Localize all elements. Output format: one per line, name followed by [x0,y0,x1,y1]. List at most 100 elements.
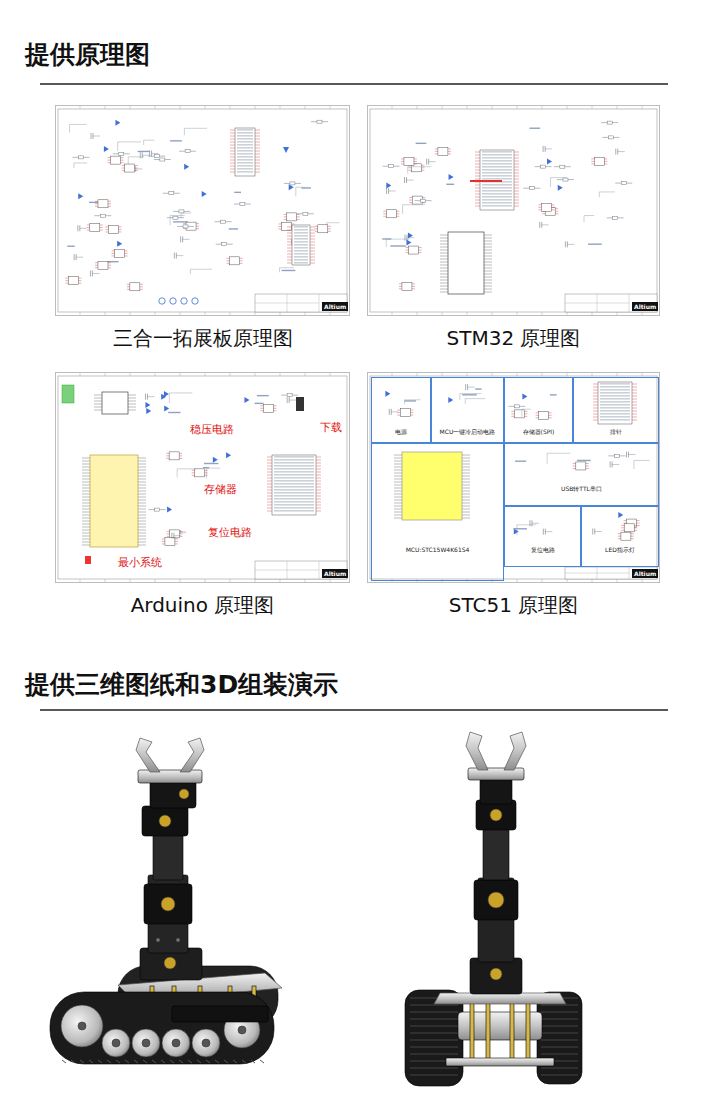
pin [462,506,470,507]
pin [394,500,402,501]
resistor-symbol [173,216,178,219]
pin-header [292,225,310,265]
resistor-symbol [303,212,308,215]
wire [147,396,154,397]
text-mark [482,157,512,159]
pin [412,288,415,289]
pin [462,488,470,489]
pin [179,455,182,456]
wire [522,409,531,410]
servo [480,778,512,804]
capacitor-symbol [404,235,405,241]
pin [87,227,90,228]
pin [624,520,627,521]
pin [475,173,480,174]
pin [82,542,90,543]
pin [419,250,422,251]
block-label: MCU:STC15W4K61S4 [405,546,471,554]
pin [82,458,90,459]
pin [95,203,98,204]
wire [113,153,130,154]
pin [112,250,115,251]
tread [197,1060,201,1063]
pin [514,164,519,165]
capacitor-symbol [145,394,146,400]
chip-symbol [539,411,549,419]
pin [315,226,318,227]
wire [76,257,83,258]
pin [514,152,519,153]
pin [287,239,292,240]
pin [514,155,519,156]
track [537,992,582,1084]
text-mark [274,471,314,473]
capacitor-symbol [90,133,91,139]
pin [514,185,519,186]
wire [311,121,328,122]
pin [637,520,640,521]
pin [183,228,186,229]
pin [396,216,399,217]
pin [138,464,146,465]
text-mark [462,394,477,395]
resistor-symbol [221,220,226,223]
gripper-base [138,770,202,783]
tread [541,1012,578,1013]
pin [118,229,121,230]
tread [260,1060,264,1063]
pin [591,158,594,159]
chip-symbol [624,524,634,532]
pin [310,260,315,261]
gripper-claw [466,732,488,770]
pin [462,491,470,492]
pin [396,211,399,212]
pin [183,223,186,224]
pin [267,469,272,470]
pin [227,260,230,261]
pin [394,494,402,495]
circuit-block: LED指示灯 [581,506,659,567]
text-mark [274,498,314,500]
title-block-line [597,294,598,312]
text-mark [274,462,314,464]
wire [184,128,207,129]
pin [180,533,183,534]
pin [435,153,438,154]
mounting-hole [192,298,198,304]
text-mark [274,480,314,482]
pin [484,265,492,266]
pin [484,238,492,239]
pin [267,511,272,512]
chip-symbol [402,282,412,290]
pin [409,200,412,201]
brass-standoff [486,996,490,1060]
brass-standoff [510,996,514,1060]
resistor-symbol [529,187,534,190]
pin [196,228,199,229]
pin [138,491,146,492]
pin [175,541,178,542]
text-mark [482,172,512,174]
pin [138,506,146,507]
pin [287,254,292,255]
circuit-block: 复位电路 [504,506,581,567]
pin [394,476,402,477]
heading-rule [40,83,668,85]
pin [440,256,448,257]
tread [541,1019,578,1020]
pin [255,166,260,167]
wire [94,215,111,216]
pin [514,176,519,177]
pin [267,463,272,464]
pin [440,271,448,272]
pin [511,416,514,417]
wire [465,398,485,399]
wire [73,163,74,168]
pin [192,472,195,473]
pin [462,479,470,480]
diode-symbol [161,394,166,400]
pin [555,208,558,209]
pin [95,201,98,202]
text-mark [482,178,512,180]
capacitor-symbol [90,270,91,276]
